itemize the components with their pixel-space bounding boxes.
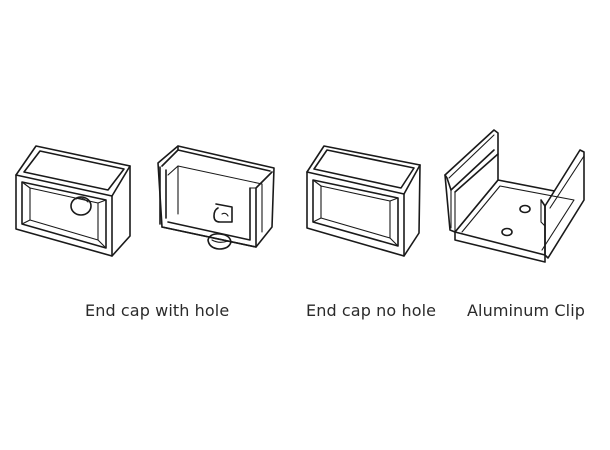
- end-cap-with-hole-icon: [15, 145, 131, 257]
- caption-end-cap-with-hole: End cap with hole: [85, 301, 230, 320]
- aluminum-clip-icon: [444, 129, 585, 263]
- caption-end-cap-no-hole: End cap no hole: [306, 301, 437, 320]
- end-cap-no-hole-icon: [306, 145, 421, 257]
- caption-aluminum-clip: Aluminum Clip: [467, 301, 586, 320]
- end-cap-rear-view-icon: [157, 145, 275, 250]
